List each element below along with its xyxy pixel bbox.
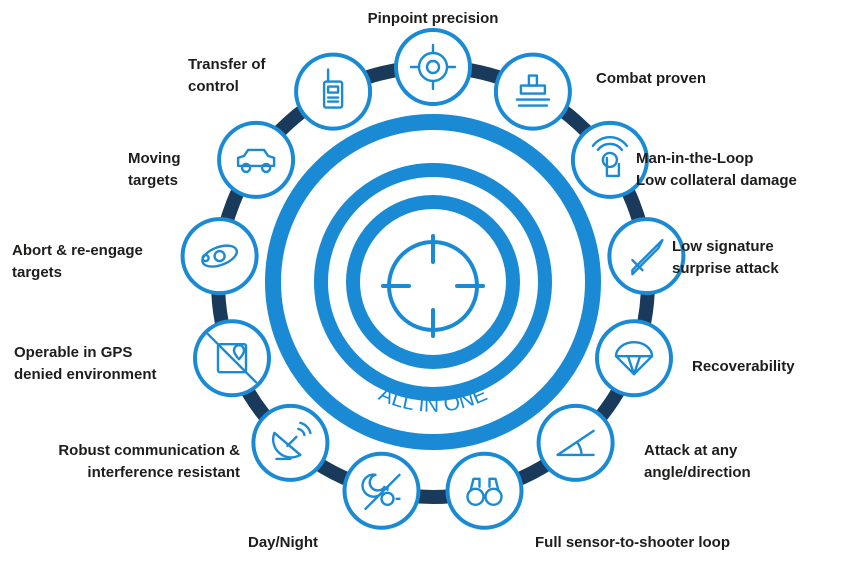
feature-node <box>193 319 271 398</box>
feature-label: Robust communication & interference resi… <box>58 442 240 481</box>
feature-label: Combat proven <box>596 70 707 87</box>
orbit-icon <box>201 244 238 268</box>
feature-node <box>595 319 673 398</box>
feature-node <box>493 52 572 131</box>
target-icon <box>409 43 457 91</box>
feature-label: Abort & re-engage targets <box>12 242 143 281</box>
feature-label: Transfer of control <box>188 56 266 95</box>
feature-node <box>342 451 421 530</box>
dagger-icon <box>631 238 664 276</box>
feature-node-circle <box>595 319 673 398</box>
binoculars-icon <box>466 477 503 506</box>
feature-node <box>570 120 649 199</box>
car-icon <box>236 148 276 174</box>
gps-denied-icon <box>206 333 258 384</box>
feature-node <box>294 52 373 131</box>
stamp-icon <box>515 74 551 107</box>
feature-node-circle <box>493 52 572 131</box>
feature-label: Moving targets <box>128 150 181 189</box>
feature-node <box>217 120 296 199</box>
parachute-icon <box>614 341 654 376</box>
angle-icon <box>556 429 595 457</box>
feature-node <box>445 451 524 530</box>
day-night-icon <box>361 473 401 510</box>
touch-hand-icon <box>591 136 629 178</box>
feature-label: Pinpoint precision <box>367 10 499 27</box>
ring-1 <box>265 114 601 450</box>
feature-node-circle <box>180 217 259 296</box>
feature-node-circle <box>217 120 296 199</box>
feature-label: Low signature surprise attack <box>672 238 779 277</box>
feature-node <box>536 403 615 482</box>
feature-node-circle <box>445 451 524 530</box>
radio-icon <box>322 68 344 109</box>
feature-node <box>180 217 259 296</box>
feature-node-circle <box>570 120 649 199</box>
satellite-dish-icon <box>271 421 312 461</box>
feature-node <box>394 28 472 106</box>
ring-3 <box>346 195 520 369</box>
feature-label: Recoverability <box>692 358 795 375</box>
feature-label: Full sensor-to-shooter loop <box>535 534 730 551</box>
feature-node <box>607 217 686 296</box>
feature-label: Day/Night <box>248 534 319 551</box>
feature-label: Man-in-the-Loop Low collateral damage <box>636 150 797 189</box>
feature-label: Attack at any angle/direction <box>644 442 751 481</box>
ring-2 <box>314 163 552 401</box>
feature-node <box>251 403 330 482</box>
crosshair-icon <box>381 234 485 338</box>
feature-node-circle <box>394 28 472 106</box>
feature-label: Operable in GPS denied environment <box>14 344 157 383</box>
